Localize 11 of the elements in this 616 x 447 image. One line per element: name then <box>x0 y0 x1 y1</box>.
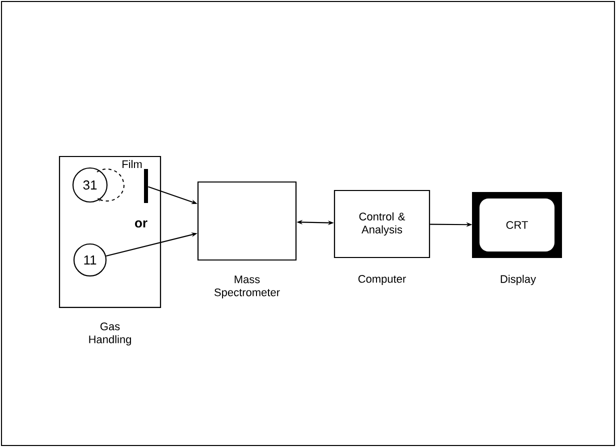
node-label: Film <box>122 160 142 168</box>
process-box: Control & Analysis <box>334 190 430 258</box>
crt-screen: CRT <box>472 192 562 258</box>
node-label: Display <box>500 274 536 286</box>
node-label: Gas Handling <box>89 322 131 346</box>
gas-handling-box <box>58 156 162 308</box>
node-label: Mass Spectrometer <box>214 276 280 298</box>
process-box <box>197 181 297 261</box>
node-label: Computer <box>358 275 406 285</box>
film-bar <box>144 169 148 203</box>
label: or <box>135 220 148 228</box>
